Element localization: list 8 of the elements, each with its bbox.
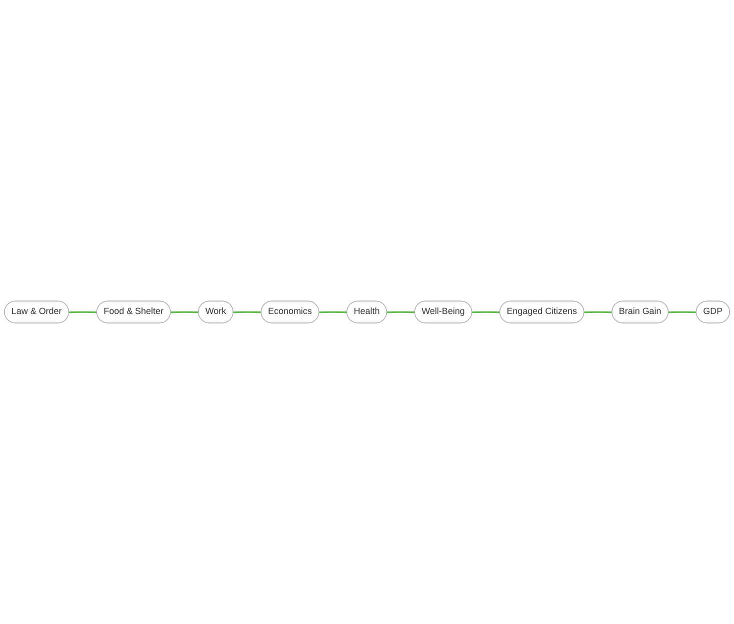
- connector: [319, 311, 348, 314]
- connector: [68, 311, 98, 314]
- connector: [233, 311, 262, 314]
- connector: [668, 311, 697, 314]
- connector: [472, 311, 500, 314]
- connector: [170, 311, 199, 314]
- connector: [386, 311, 415, 314]
- connector: [584, 311, 612, 314]
